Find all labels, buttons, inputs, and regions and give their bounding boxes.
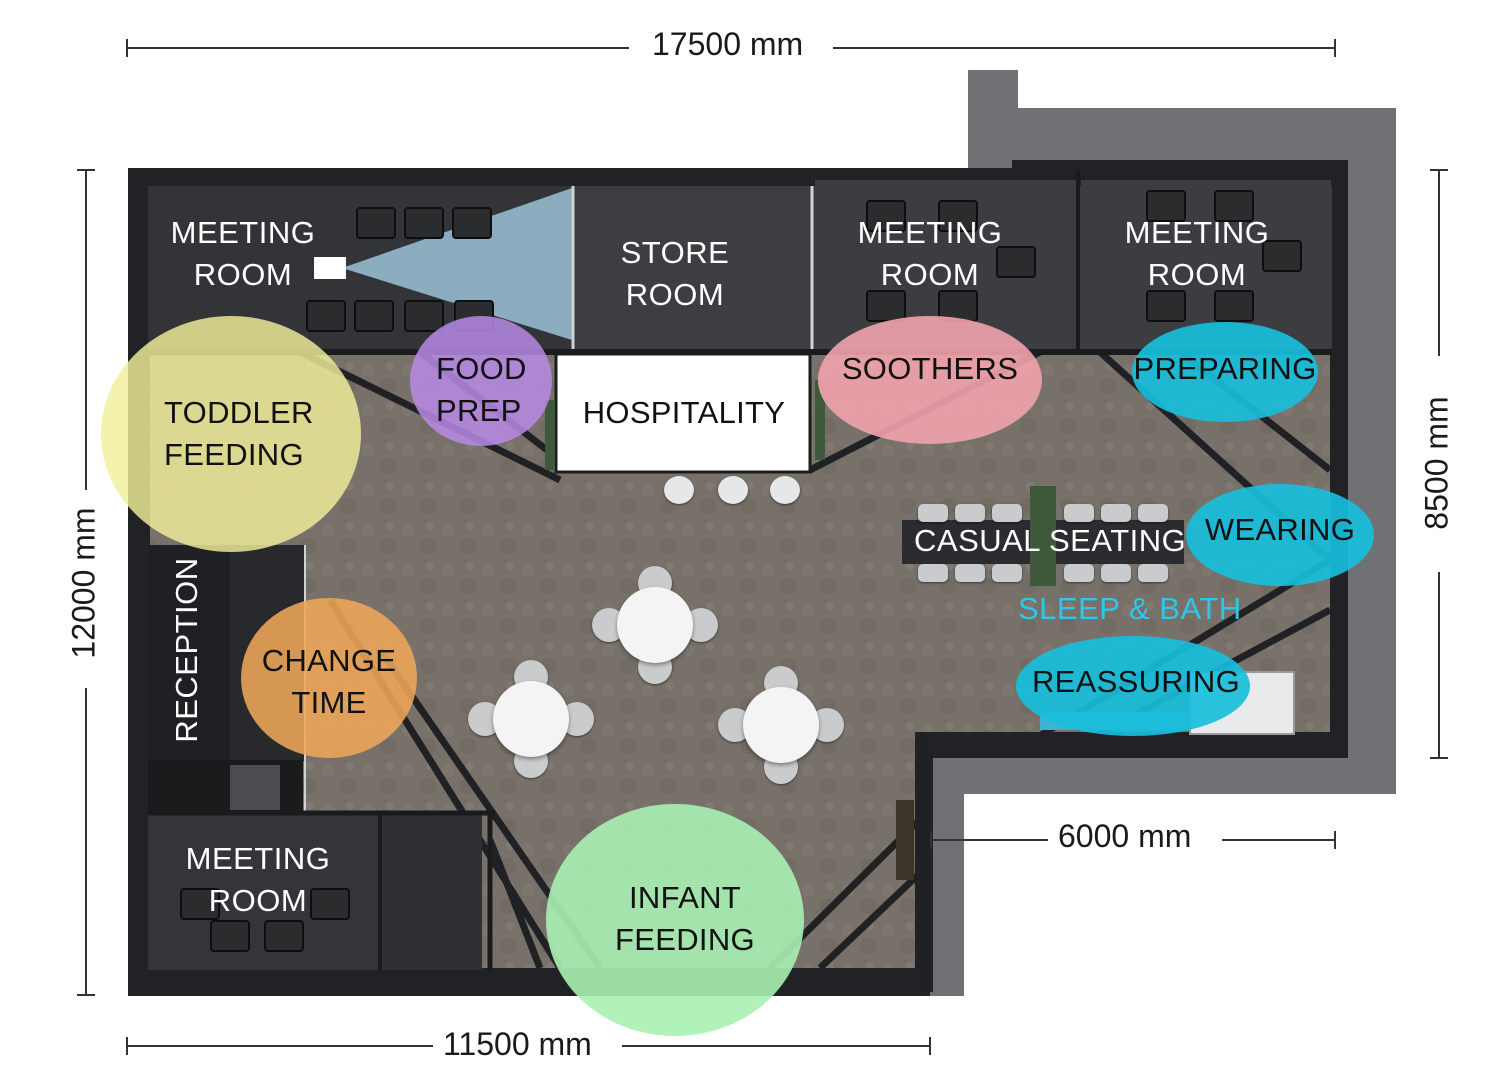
chair [1138,564,1168,582]
wearing-label: WEARING [1204,512,1356,547]
chair [1138,504,1168,522]
dimension-tick [126,1037,128,1055]
store-room-label: STORE ROOM [620,235,730,312]
dimension-line-inner [931,839,1048,841]
chair [1214,190,1254,222]
dimension-tick [929,1037,931,1055]
round-table [617,587,693,663]
chair [180,888,220,920]
chair [866,200,906,232]
chair [955,504,985,522]
chair [1101,504,1131,522]
hospitality-counter [554,352,812,474]
dimension-tick [1430,757,1448,759]
chair [996,246,1036,278]
chair [866,290,906,322]
dimension-tick [77,169,95,171]
dimension-left-label: 12000 mm [65,507,102,659]
dimension-line-right [1438,572,1440,758]
wearing-zone [1186,484,1374,586]
stool [664,476,694,504]
soothers-zone [818,316,1042,444]
chair [354,300,394,332]
infant-feeding-zone [546,804,804,1036]
chair [918,564,948,582]
hospitality-label: HOSPITALITY [582,395,786,430]
infant-feeding-label: INFANT FEEDING [615,880,755,957]
chair [992,504,1022,522]
meeting-room-label: MEETING ROOM [1124,215,1270,292]
stool [718,476,748,504]
chair [1214,290,1254,322]
dimension-line-right [1438,170,1440,356]
dimension-line-left [85,688,87,995]
dimension-tick [126,39,128,57]
chair [1064,564,1094,582]
dimension-tick [1334,39,1336,57]
chair [264,920,304,952]
soothers-label: SOOTHERS [841,351,1019,386]
casual-seating-label: CASUAL SEATING [914,523,1187,558]
chair [404,300,444,332]
dimension-line-left [85,170,87,490]
dimension-line-inner [1222,839,1335,841]
chair [452,207,492,239]
toddler-feeding-label: TODDLER FEEDING [164,395,314,472]
dimension-line-top [127,47,629,49]
dimension-bottom-label: 11500 mm [443,1026,592,1062]
reassuring-zone [1016,636,1250,736]
chair [210,920,250,952]
chair [1101,564,1131,582]
grey-wall-right [968,108,1396,168]
sleep-bath-label: SLEEP & BATH [1018,591,1242,626]
preparing-zone [1132,322,1318,422]
dimension-inner-label: 6000 mm [1058,818,1192,854]
food-prep-label: FOOD PREP [436,351,527,428]
reception-label: RECEPTION [169,557,204,743]
chair [918,504,948,522]
dimension-line-bottom [622,1045,930,1047]
dimension-tick [1430,169,1448,171]
dimension-line-top [833,47,1335,49]
food-prep-zone [410,316,552,446]
change-time-zone [241,598,417,758]
dimension-line-bottom [127,1045,433,1047]
toddler-feeding-zone [101,316,361,552]
chair [955,564,985,582]
chair [1146,290,1186,322]
meeting-room-label: MEETING ROOM [857,215,1003,292]
round-table [493,681,569,757]
reassuring-label: REASSURING [1032,664,1240,699]
chair [992,564,1022,582]
dimension-right-label: 8500 mm [1418,396,1455,530]
dimension-tick [1334,831,1336,849]
round-table [743,687,819,763]
chair [938,200,978,232]
meeting-room-label: MEETING ROOM [170,215,316,292]
chair [1064,504,1094,522]
chair [1146,190,1186,222]
stool [770,476,800,504]
dimension-tick [930,831,932,849]
change-time-label: CHANGE TIME [261,643,397,720]
meeting-room-label: MEETING ROOM [185,841,331,918]
chair [356,207,396,239]
chair [1262,240,1302,272]
projector-beam [342,188,572,340]
chair [404,207,444,239]
dimension-tick [77,994,95,996]
chair [310,888,350,920]
preparing-label: PREPARING [1133,351,1317,386]
chair [306,300,346,332]
dimension-top-label: 17500 mm [652,26,804,62]
